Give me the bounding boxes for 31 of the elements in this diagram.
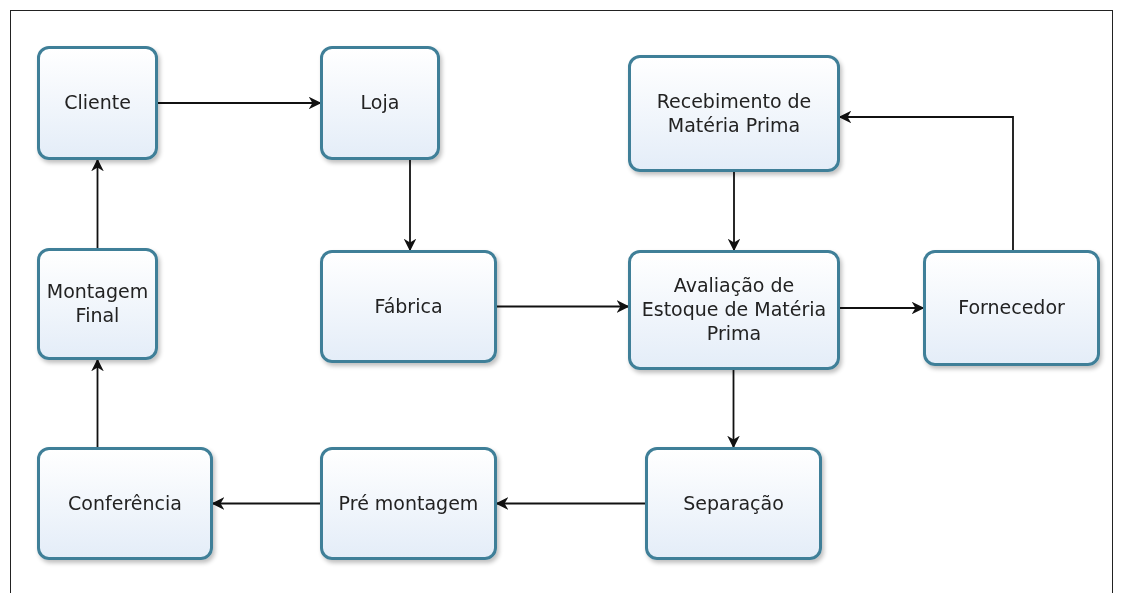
node-label: Separação — [682, 491, 785, 516]
node-label: Fábrica — [373, 294, 444, 319]
arrow — [496, 300, 630, 313]
node-label: Montagem Final — [45, 280, 150, 328]
process-box — [628, 55, 840, 172]
arrow — [91, 158, 104, 249]
process-box — [37, 447, 213, 560]
process-box — [320, 250, 497, 363]
node-label: Pré montagem — [337, 491, 480, 516]
arrow — [91, 358, 104, 448]
process-box — [320, 46, 440, 160]
node-label: Cliente — [63, 91, 132, 115]
node-label: Recebimento de Matéria Prima — [655, 89, 813, 138]
arrow — [495, 497, 646, 510]
arrow — [157, 96, 322, 110]
process-box — [923, 250, 1100, 366]
node-label: Fornecedor — [957, 296, 1066, 320]
arrow — [839, 301, 925, 315]
arrow — [211, 497, 321, 510]
node-label: Loja — [359, 91, 401, 115]
process-box — [628, 250, 840, 370]
arrow — [403, 159, 417, 252]
process-box — [37, 46, 158, 160]
node-label: Avaliação de Estoque de Matéria Prima — [640, 274, 828, 346]
process-box — [320, 447, 497, 560]
node-label: Conferência — [67, 491, 183, 516]
process-box — [645, 447, 822, 560]
process-box — [37, 248, 158, 360]
arrow — [727, 171, 741, 252]
arrow — [838, 110, 1014, 251]
arrow — [727, 369, 740, 449]
